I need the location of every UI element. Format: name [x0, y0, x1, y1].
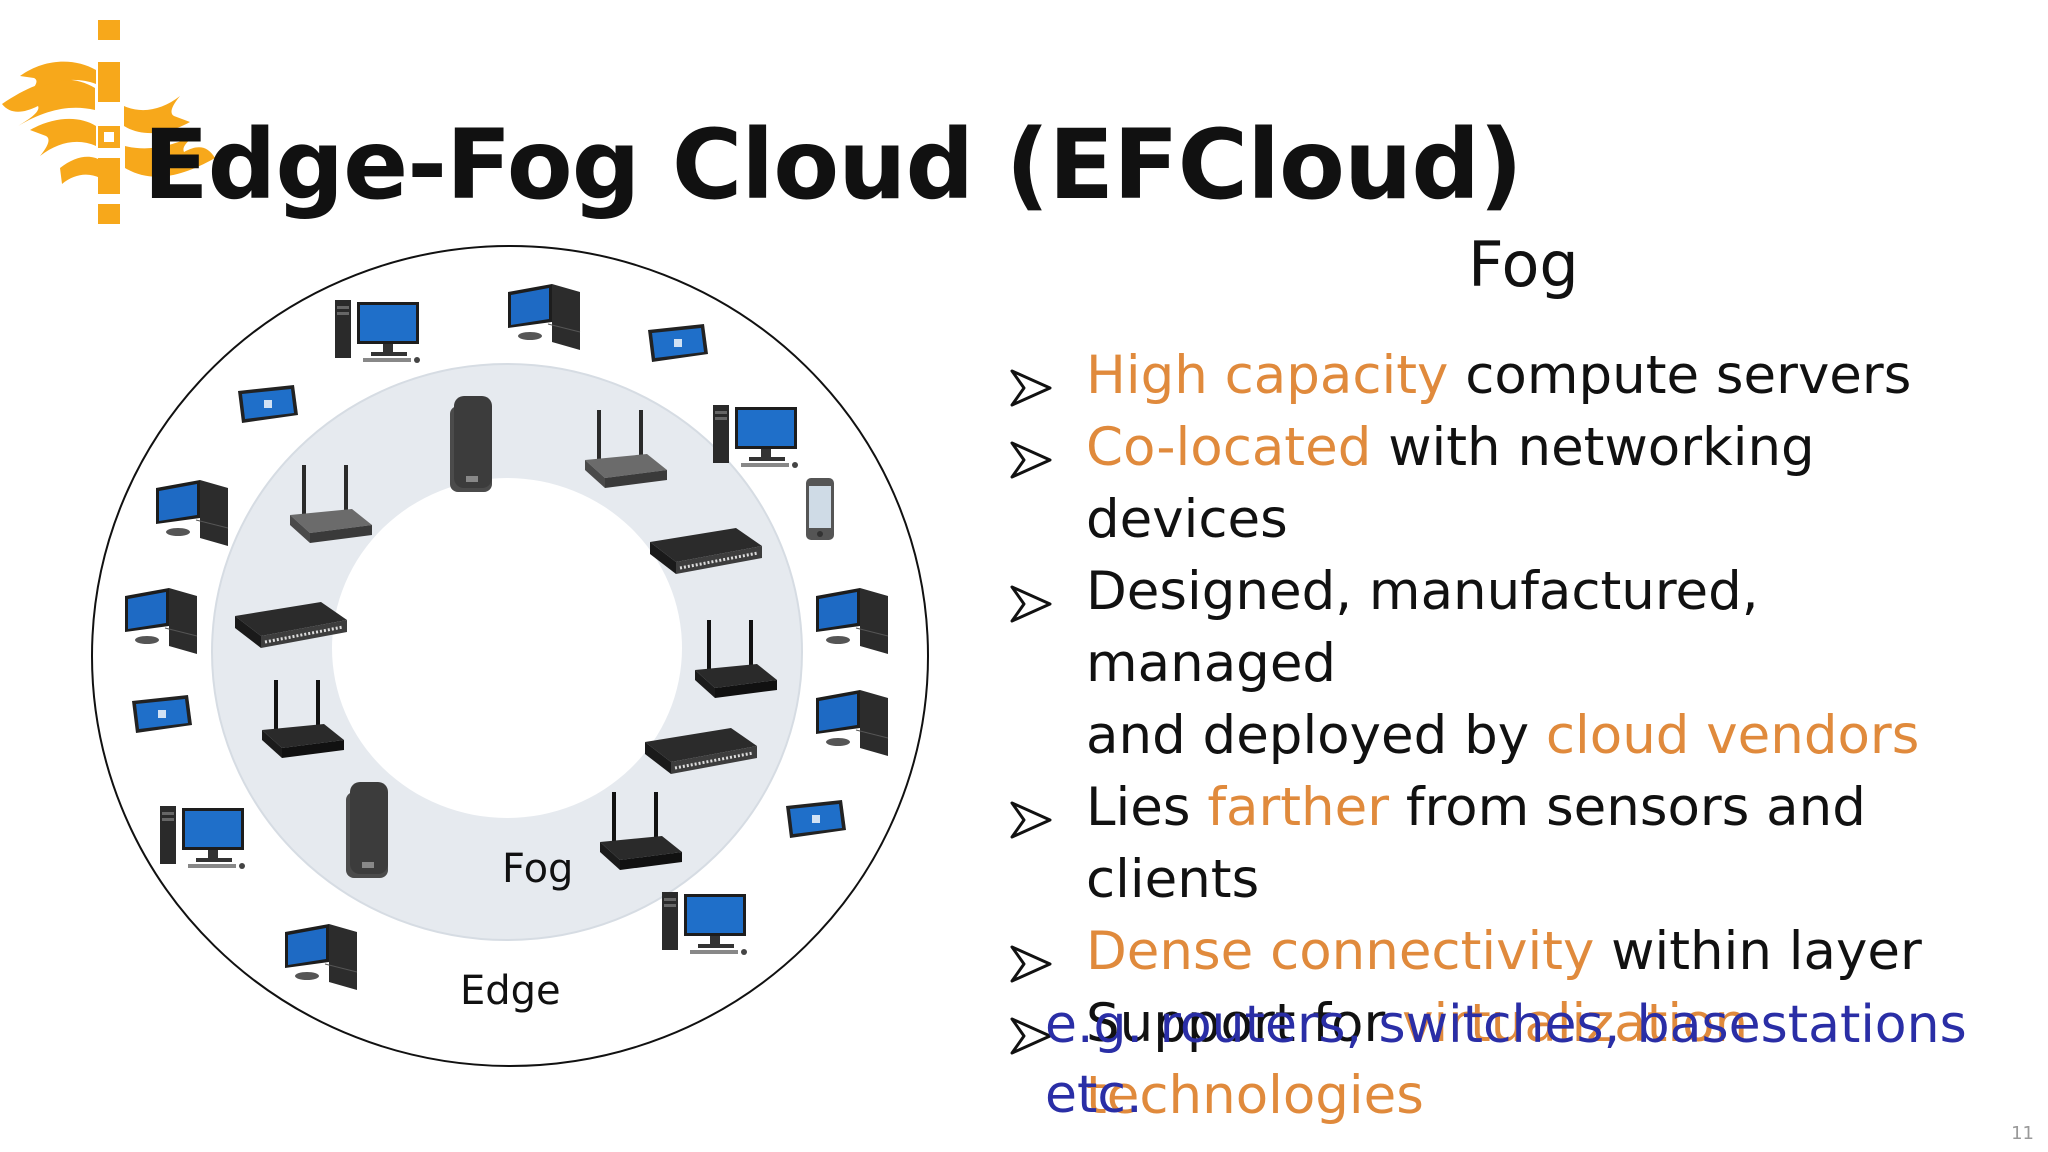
- fog-ring-label: Fog: [502, 846, 573, 892]
- arrow-bullet-icon: [1010, 932, 1052, 983]
- arrow-bullet-icon: [1010, 572, 1052, 623]
- bullet-item: Co-located with networking devices: [1010, 412, 2020, 556]
- university-logo-icon: [2, 20, 215, 224]
- bullet-continuation: technologies: [1010, 1060, 2020, 1132]
- bullet-item: Support for virtualization: [1010, 988, 2020, 1060]
- arrow-bullet-icon: [1010, 428, 1052, 479]
- example-devices-text: e.g. routers, switches, basestations etc…: [1045, 995, 1967, 1125]
- highlighted-text: virtualization: [1402, 993, 1749, 1054]
- bullet-item: Lies farther from sensors and clients: [1010, 772, 2020, 916]
- slide-subtitle: Fog: [1468, 228, 1579, 301]
- arrow-bullet-icon: [1010, 356, 1052, 407]
- highlighted-text: cloud vendors: [1545, 705, 1920, 766]
- smartphone-icon: [806, 478, 834, 540]
- bullet-text: Support for: [1086, 993, 1403, 1054]
- arrow-bullet-icon: [1010, 788, 1052, 839]
- bullet-text: from sensors and clients: [1086, 777, 1866, 910]
- bullet-item: High capacity compute servers: [1010, 340, 2020, 412]
- edge-fog-diagram: Fog Edge: [91, 245, 929, 1067]
- bullet-text: compute servers: [1448, 345, 1912, 406]
- bullet-item: Designed, manufactured, managed: [1010, 556, 2020, 700]
- server-tower-icon: [346, 782, 388, 878]
- page-number: 11: [2011, 1123, 2034, 1144]
- highlighted-text: farther: [1207, 777, 1390, 838]
- bullet-text: Designed, manufactured, managed: [1086, 561, 1759, 694]
- highlighted-text: Co-located: [1086, 417, 1372, 478]
- highlighted-text: technologies: [1086, 1065, 1424, 1126]
- edge-ring-label: Edge: [460, 968, 561, 1014]
- bullet-text: with networking devices: [1086, 417, 1815, 550]
- highlighted-text: High capacity: [1086, 345, 1449, 406]
- slide-title: Edge-Fog Cloud (EFCloud): [143, 109, 1523, 221]
- arrow-bullet-icon: [1010, 1004, 1052, 1055]
- highlighted-text: Dense connectivity: [1086, 921, 1595, 982]
- server-tower-icon: [450, 396, 492, 492]
- bullet-text: and deployed by: [1086, 705, 1546, 766]
- bullet-continuation: and deployed by cloud vendors: [1010, 700, 2020, 772]
- bullet-item: Dense connectivity within layer: [1010, 916, 2020, 988]
- bullet-text: within layer: [1594, 921, 1922, 982]
- bullet-text: Lies: [1086, 777, 1208, 838]
